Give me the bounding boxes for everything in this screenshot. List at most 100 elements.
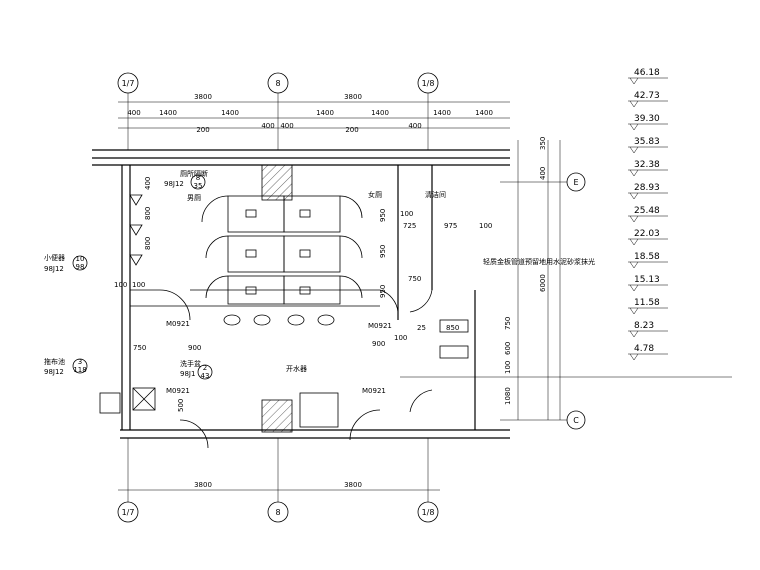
dim-100d: 100 — [479, 222, 492, 230]
walls — [92, 149, 510, 439]
label-mop-ref: 98J12 — [44, 368, 64, 376]
level-value: 15.13 — [634, 275, 660, 285]
axis-label-bottom-left: 1/7 — [122, 508, 135, 517]
level-marks: 46.18 42.73 39.30 35.83 32.38 28.93 25.4… — [628, 68, 668, 361]
level-value: 39.30 — [634, 114, 660, 124]
dim-900a: 900 — [188, 344, 201, 352]
label-mop-den: 118 — [73, 366, 86, 374]
level-mark: 42.73 — [628, 91, 668, 108]
dim-r-6000: 6000 — [539, 274, 547, 292]
level-value: 28.93 — [634, 183, 660, 193]
dim-400: 400 — [144, 177, 152, 190]
axis-label-row-top: E — [573, 178, 578, 187]
dim-sub-9: 1400 — [433, 109, 451, 117]
dim-r-350: 350 — [539, 137, 547, 150]
dim-sub-5: 400 — [280, 122, 293, 130]
dim-small-left: 200 — [196, 126, 209, 134]
dim-sub-3: 1400 — [221, 109, 239, 117]
label-urinal-num: 10 — [76, 255, 85, 263]
dim-sub-8: 400 — [408, 122, 421, 130]
dim-r-1080: 1080 — [504, 387, 512, 405]
label-wash-basin: 洗手盆 — [180, 359, 201, 368]
label-partition-den: 35 — [194, 182, 203, 190]
axis-label-col-mid: 8 — [275, 79, 280, 88]
level-mark: 11.58 — [628, 298, 668, 315]
dim-sub-6: 1400 — [316, 109, 334, 117]
level-mark: 25.48 — [628, 206, 668, 223]
dim-r-750: 750 — [504, 317, 512, 330]
level-mark: 18.58 — [628, 252, 668, 269]
level-mark: 15.13 — [628, 275, 668, 292]
axis-label-col-right: 1/8 — [422, 79, 435, 88]
dim-750b: 750 — [133, 344, 146, 352]
dim-100c: 100 — [400, 210, 413, 218]
dim-800a: 800 — [144, 207, 152, 220]
urinals — [129, 194, 143, 266]
level-mark: 32.38 — [628, 160, 668, 177]
door-tag-3: M0921 — [166, 387, 190, 395]
level-value: 18.58 — [634, 252, 660, 262]
label-partition-num: 8 — [196, 174, 200, 182]
dim-bay-left: 3800 — [194, 93, 212, 101]
dim-725: 725 — [403, 222, 416, 230]
level-value: 11.58 — [634, 298, 660, 308]
label-boiler: 开水器 — [286, 364, 307, 373]
dim-r-400: 400 — [539, 167, 547, 180]
label-janitor: 清洁间 — [425, 190, 446, 199]
label-urinal-den: 98 — [76, 263, 85, 271]
dim-975: 975 — [444, 222, 457, 230]
dim-bottom-right: 3800 — [344, 481, 362, 489]
dim-850: 850 — [446, 324, 459, 332]
level-value: 35.83 — [634, 137, 660, 147]
level-mark: 4.78 — [628, 344, 668, 361]
dim-bay-right: 3800 — [344, 93, 362, 101]
level-value: 46.18 — [634, 68, 660, 78]
level-value: 8.23 — [634, 321, 654, 331]
top-dimensions: 3800 3800 400 1400 1400 400 400 1400 140… — [118, 93, 510, 134]
inner-dimensions: 100 100 100 100 725 975 750 750 900 900 … — [114, 177, 492, 412]
dim-sub-2: 1400 — [159, 109, 177, 117]
dim-small-right: 200 — [345, 126, 358, 134]
dim-100b: 100 — [114, 281, 127, 289]
axis-label-bottom-mid: 8 — [275, 508, 280, 517]
label-urinal-ref: 98J12 — [44, 265, 64, 273]
door-tag-4: M0921 — [362, 387, 386, 395]
dim-800b: 800 — [144, 237, 152, 250]
level-mark: 46.18 — [628, 68, 668, 85]
label-mens: 男厕 — [187, 194, 201, 202]
doors — [159, 289, 469, 449]
dim-950a: 950 — [379, 209, 387, 222]
level-mark: 8.23 — [628, 321, 668, 338]
level-value: 22.03 — [634, 229, 660, 239]
level-value: 25.48 — [634, 206, 660, 216]
dim-sub-4: 400 — [261, 122, 274, 130]
dim-900b: 900 — [372, 340, 385, 348]
dim-500: 500 — [177, 399, 185, 412]
axis-label-bottom-right: 1/8 — [422, 508, 435, 517]
label-note: 轻质金板管道预留地用水泥砂浆抹光 — [483, 257, 595, 266]
toilet-stalls — [201, 195, 363, 305]
label-mop-sink: 拖布池 — [44, 357, 65, 366]
dim-bottom-left: 3800 — [194, 481, 212, 489]
level-mark: 35.83 — [628, 137, 668, 154]
label-urinal: 小便器 — [44, 253, 65, 262]
level-mark: 22.03 — [628, 229, 668, 246]
dim-100e: 100 — [394, 334, 407, 342]
label-partition: 厕所隔断 — [180, 169, 208, 178]
level-mark: 39.30 — [628, 114, 668, 131]
door-tag-2: M0921 — [368, 322, 392, 330]
dim-sub-1: 400 — [127, 109, 140, 117]
dim-r-100: 100 — [504, 361, 512, 374]
level-mark: 28.93 — [628, 183, 668, 200]
dim-sub-7: 1400 — [371, 109, 389, 117]
level-value: 42.73 — [634, 91, 660, 101]
dim-950b: 950 — [379, 245, 387, 258]
mop-sink — [99, 387, 156, 414]
axis-label-col-left: 1/7 — [122, 79, 135, 88]
level-value: 4.78 — [634, 344, 654, 354]
grid-axis-top: 1/7 8 1/8 — [117, 72, 439, 150]
dim-25: 25 — [417, 324, 426, 332]
label-wash-den: 43 — [201, 372, 210, 380]
bottom-dimensions: 3800 3800 1/7 8 1/8 — [117, 438, 440, 523]
dim-sub-10: 1400 — [475, 109, 493, 117]
